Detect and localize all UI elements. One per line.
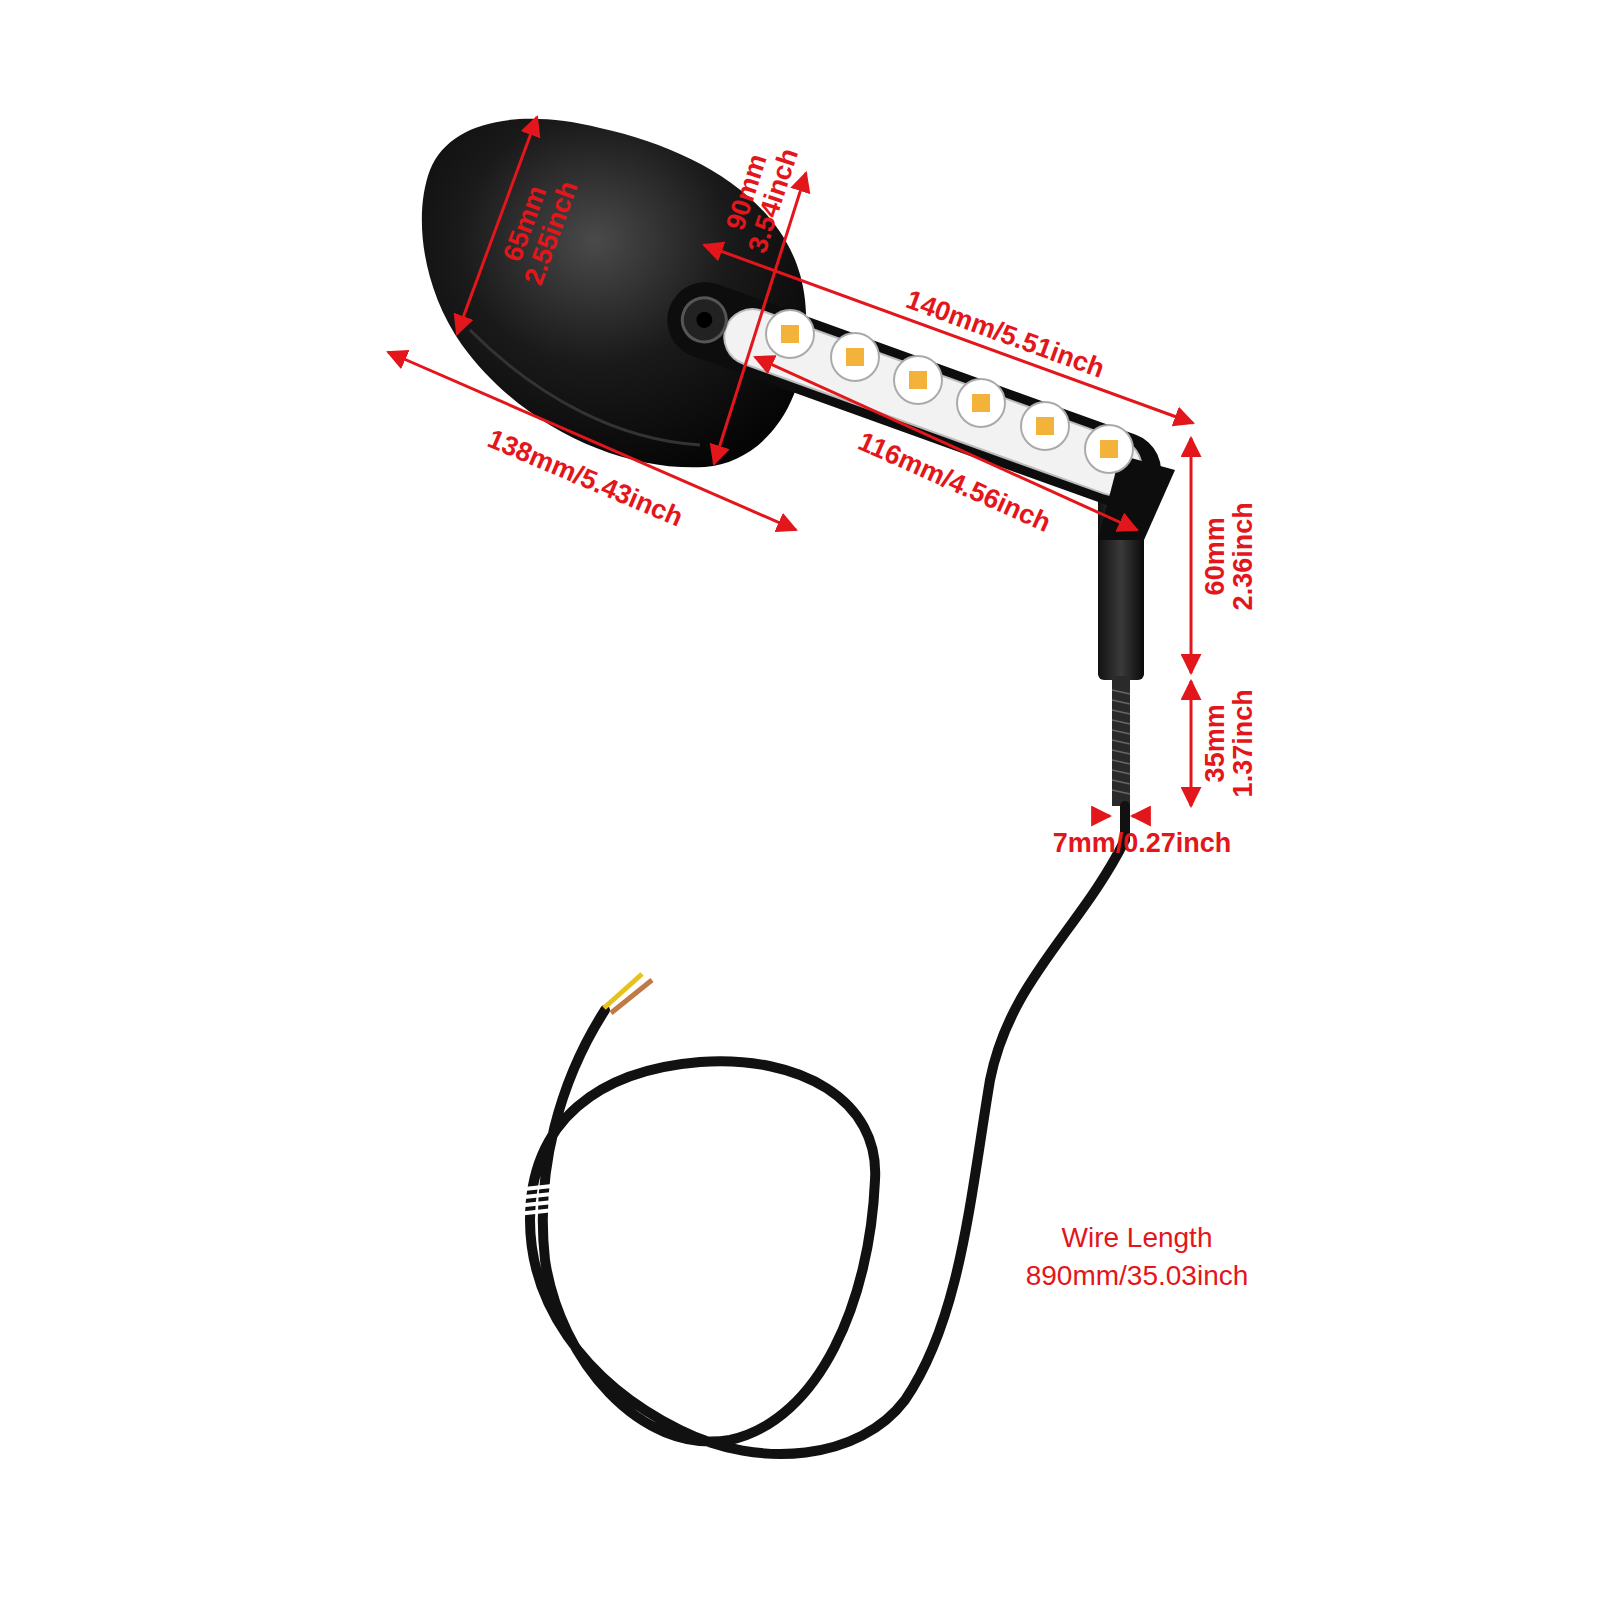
dimension-lines	[388, 117, 1193, 816]
dimension-label: Wire Length890mm/35.03inch	[1026, 1219, 1249, 1295]
dimension-label: 35mm1.37inch	[1201, 689, 1258, 797]
wire-lead	[611, 980, 652, 1013]
dimension-text: 890mm/35.03inch	[1026, 1257, 1249, 1295]
dimension-text: 1.37inch	[1229, 689, 1257, 797]
pivot-knob	[676, 292, 732, 348]
dimension-text: Wire Length	[1026, 1219, 1249, 1257]
wire	[530, 806, 1125, 1454]
mirror-head	[422, 119, 806, 468]
signal-arm	[657, 272, 1172, 520]
wire-tie	[515, 1186, 554, 1214]
dimension-text: 35mm	[1201, 689, 1229, 797]
dimension-label: 90mm3.54inch	[716, 136, 803, 256]
dimension-text: 2.36inch	[1229, 502, 1257, 610]
dimension-text: 7mm/0.27inch	[1053, 829, 1232, 857]
bolt	[1112, 676, 1130, 806]
dimension-label: 7mm/0.27inch	[1053, 829, 1232, 857]
dimension-label: 60mm2.36inch	[1201, 502, 1258, 610]
dimension-text: 60mm	[1201, 502, 1229, 610]
